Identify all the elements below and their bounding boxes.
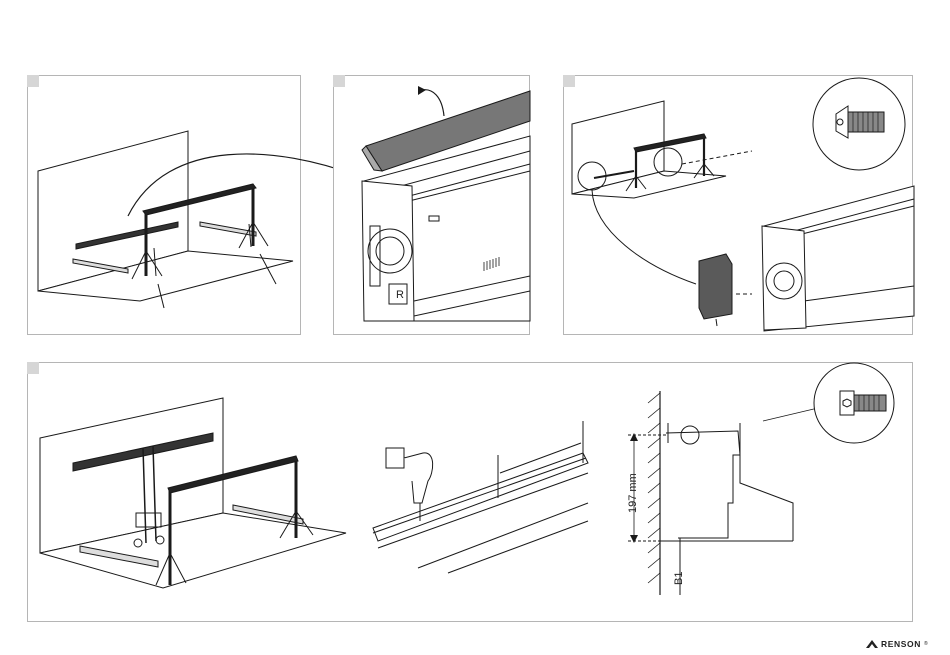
panel-step-2: R	[333, 75, 530, 335]
dimension-reference-label: B1	[673, 572, 685, 585]
panel-step-1	[27, 75, 301, 335]
mounting-illustration: 197 mm B1	[28, 363, 914, 623]
panel-step-4: 197 mm B1	[27, 362, 913, 622]
brand-mark-r: R	[396, 289, 404, 301]
curved-arrow-icon	[418, 86, 426, 95]
panel-step-3	[563, 75, 913, 335]
dimension-height-label: 197 mm	[627, 473, 639, 513]
cover-removal-illustration: R	[334, 76, 531, 336]
stands-floor-illustration	[28, 76, 302, 336]
renson-logo-text: RENSON	[881, 639, 921, 649]
renson-logo-mark-icon	[866, 639, 878, 649]
electrical-connection-illustration	[564, 76, 914, 336]
cap-head-screw-icon	[840, 391, 886, 415]
renson-logo: RENSON ®	[866, 637, 928, 651]
registered-mark: ®	[924, 641, 928, 647]
